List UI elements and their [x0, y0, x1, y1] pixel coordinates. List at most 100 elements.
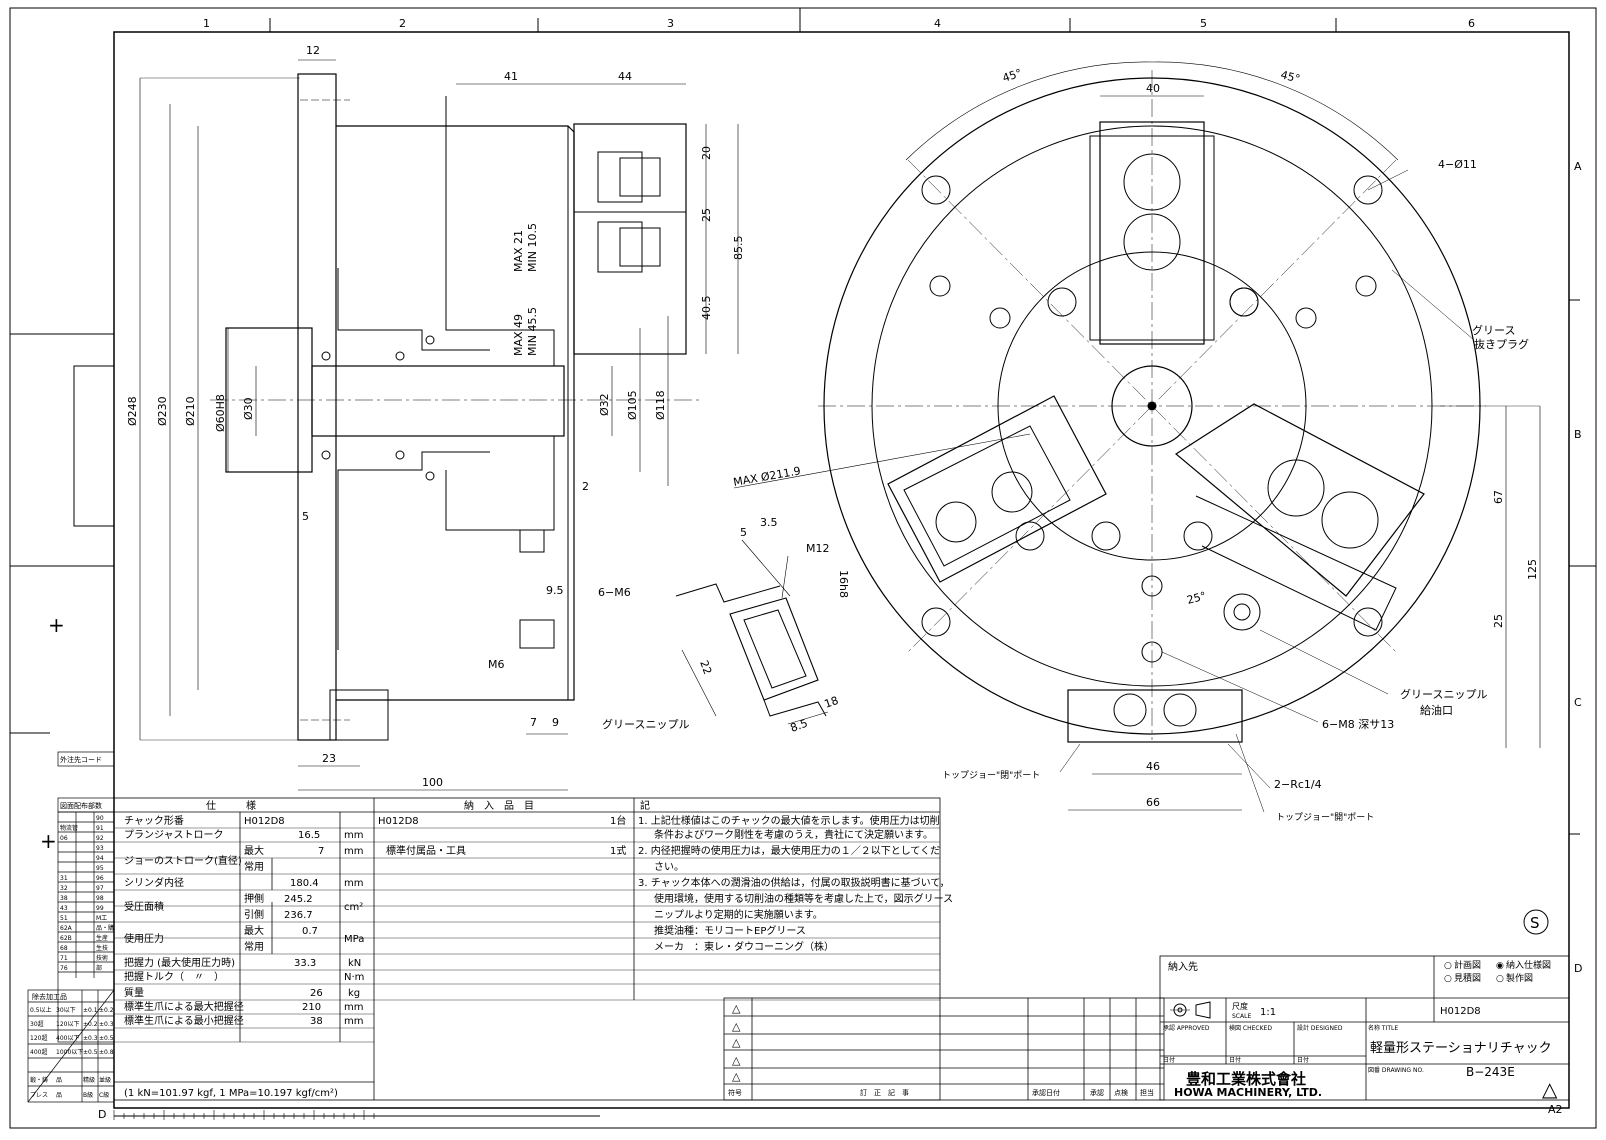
dist-left-code: 06: [60, 835, 68, 842]
dim-phi30: Ø30: [242, 397, 255, 420]
revision-header: 符号: [728, 1088, 742, 1097]
outer-frame: [9, 7, 1597, 1129]
spec-value: 210: [302, 1002, 321, 1013]
front-view: [733, 61, 1541, 813]
company-name-jp: 豊和工業株式會社: [1186, 1070, 1306, 1088]
jaw-dim-8-5: 8.5: [789, 717, 810, 735]
spec-frame: [113, 797, 941, 1101]
top-jaw: [1099, 121, 1205, 345]
binding-tab: [73, 365, 115, 527]
tol-cell: B級: [83, 1091, 93, 1099]
dim-phi118: Ø118: [654, 390, 667, 420]
drawbar: [311, 365, 565, 437]
drawing-number: B−243E: [1466, 1065, 1515, 1079]
spec-value: 236.7: [284, 910, 313, 921]
spec-unit: mm: [344, 846, 363, 857]
tol-cell: ±0.5: [99, 1035, 114, 1042]
angle-45-right: 45°: [1279, 68, 1301, 85]
revision-header: 承認: [1090, 1088, 1104, 1097]
dim-phi105: Ø105: [626, 390, 639, 420]
tol-cell: ±0.3: [99, 1021, 114, 1028]
dist-left-code: 38: [60, 895, 68, 902]
dim-9: 9: [552, 716, 559, 729]
inner-frame: [113, 31, 1570, 1109]
dist-code: 技術: [96, 954, 108, 962]
front-dim-40: 40: [1146, 82, 1160, 95]
tol-cell: C級: [99, 1091, 109, 1099]
dim-85-5: 85.5: [732, 236, 745, 261]
revision-triangle-icon: △: [732, 1002, 741, 1015]
jaw-dim-22: 22: [697, 659, 714, 677]
tolerance-title: 除去加工品: [32, 992, 67, 1001]
spec-value: 7: [318, 846, 324, 857]
label-6-m8: 6−M8 深サ13: [1322, 718, 1394, 731]
tol-cell: ±0.8: [99, 1049, 114, 1056]
dim-20: 20: [700, 146, 713, 160]
tol-cell: 品: [56, 1092, 62, 1099]
dist-left-code: 68: [60, 945, 68, 952]
dist-code: 93: [96, 845, 104, 852]
label-date: 日付: [1229, 1056, 1241, 1064]
spec-label: 使用圧力: [124, 932, 164, 945]
revision-triangle-icon: △: [732, 1020, 741, 1033]
notes-title: 記: [640, 799, 650, 812]
spec-unit: mm: [344, 830, 363, 841]
spec-sub: 押側: [244, 892, 264, 905]
label-m6: M6: [488, 658, 505, 671]
option-radio-icon: ○: [1444, 961, 1452, 971]
tol-cell: プレス: [30, 1092, 48, 1099]
dim-phi210: Ø210: [184, 396, 197, 426]
dim-max211: MAX Ø211.9: [732, 464, 801, 489]
label-drawing-no: 図番 DRAWING NO.: [1368, 1067, 1424, 1074]
tol-cell: 1000以下: [56, 1049, 83, 1056]
label-designed: 設計 DESIGNED: [1297, 1024, 1343, 1032]
right-jaw: [1174, 403, 1425, 597]
revision-header: 承認日付: [1032, 1088, 1060, 1097]
spec-unit: kN: [348, 958, 361, 969]
dim-23: 23: [322, 752, 336, 765]
delivery-item-name: 標準付属品・工具: [386, 844, 466, 857]
tolerance-table: [27, 989, 115, 1103]
dist-code: 96: [96, 875, 104, 882]
front-dim-125: 125: [1526, 559, 1539, 580]
dist-code: 部: [96, 964, 102, 972]
cross-mark-2: +: [40, 829, 57, 853]
revision-triangle-icon: △: [732, 1036, 741, 1049]
spec-title: 仕 様: [206, 799, 256, 812]
jaw-dim-5: 5: [740, 526, 747, 539]
spec-label: 把握トルク（ 〃 ）: [124, 970, 224, 983]
spec-sub: 引側: [244, 908, 264, 921]
spec-value: 180.4: [290, 878, 319, 889]
dist-code: 99: [96, 905, 104, 912]
tol-cell: 30超: [30, 1020, 44, 1028]
tol-cell: 品: [56, 1077, 62, 1084]
dist-left-code: 物流管: [60, 824, 78, 832]
front-dim-46: 46: [1146, 760, 1160, 773]
row-letter-a: A: [1574, 160, 1582, 173]
note-line: さい。: [654, 861, 684, 873]
dim-40-5: 40.5: [700, 296, 713, 321]
label-grease-nipple-side: グリースニップル: [602, 717, 689, 731]
revision-header: 訂 正 記 事: [860, 1088, 909, 1097]
jaw-detail: [675, 539, 829, 725]
delivery-item-qty: 1台: [610, 814, 626, 827]
label-delivery-to: 納入先: [1168, 960, 1198, 973]
revision-triangles: △ △ △ △ △: [732, 1002, 741, 1083]
option-radio-icon: ○: [1496, 974, 1504, 984]
spec-unit: mm: [344, 878, 363, 889]
revision-triangle-icon: △: [732, 1070, 741, 1083]
dist-code: 90: [96, 815, 104, 822]
spec-unit: kg: [348, 988, 360, 999]
dist-code: 98: [96, 895, 104, 902]
dim-100: 100: [422, 776, 443, 789]
spec-value: 38: [310, 1016, 323, 1027]
dim-12: 12: [306, 44, 320, 57]
dist-left-code: 32: [60, 885, 68, 892]
delivery-item-qty: 1式: [610, 844, 626, 857]
note-line: 推奨油種：モリコートEPグリース: [654, 924, 806, 937]
tol-cell: 400超: [30, 1048, 47, 1056]
jaw-block: [573, 123, 687, 355]
tol-cell: ±0.2: [83, 1021, 98, 1028]
label-rc: 2−Rc1/4: [1274, 778, 1322, 791]
delivery-title: 納 入 品 目: [464, 799, 534, 812]
